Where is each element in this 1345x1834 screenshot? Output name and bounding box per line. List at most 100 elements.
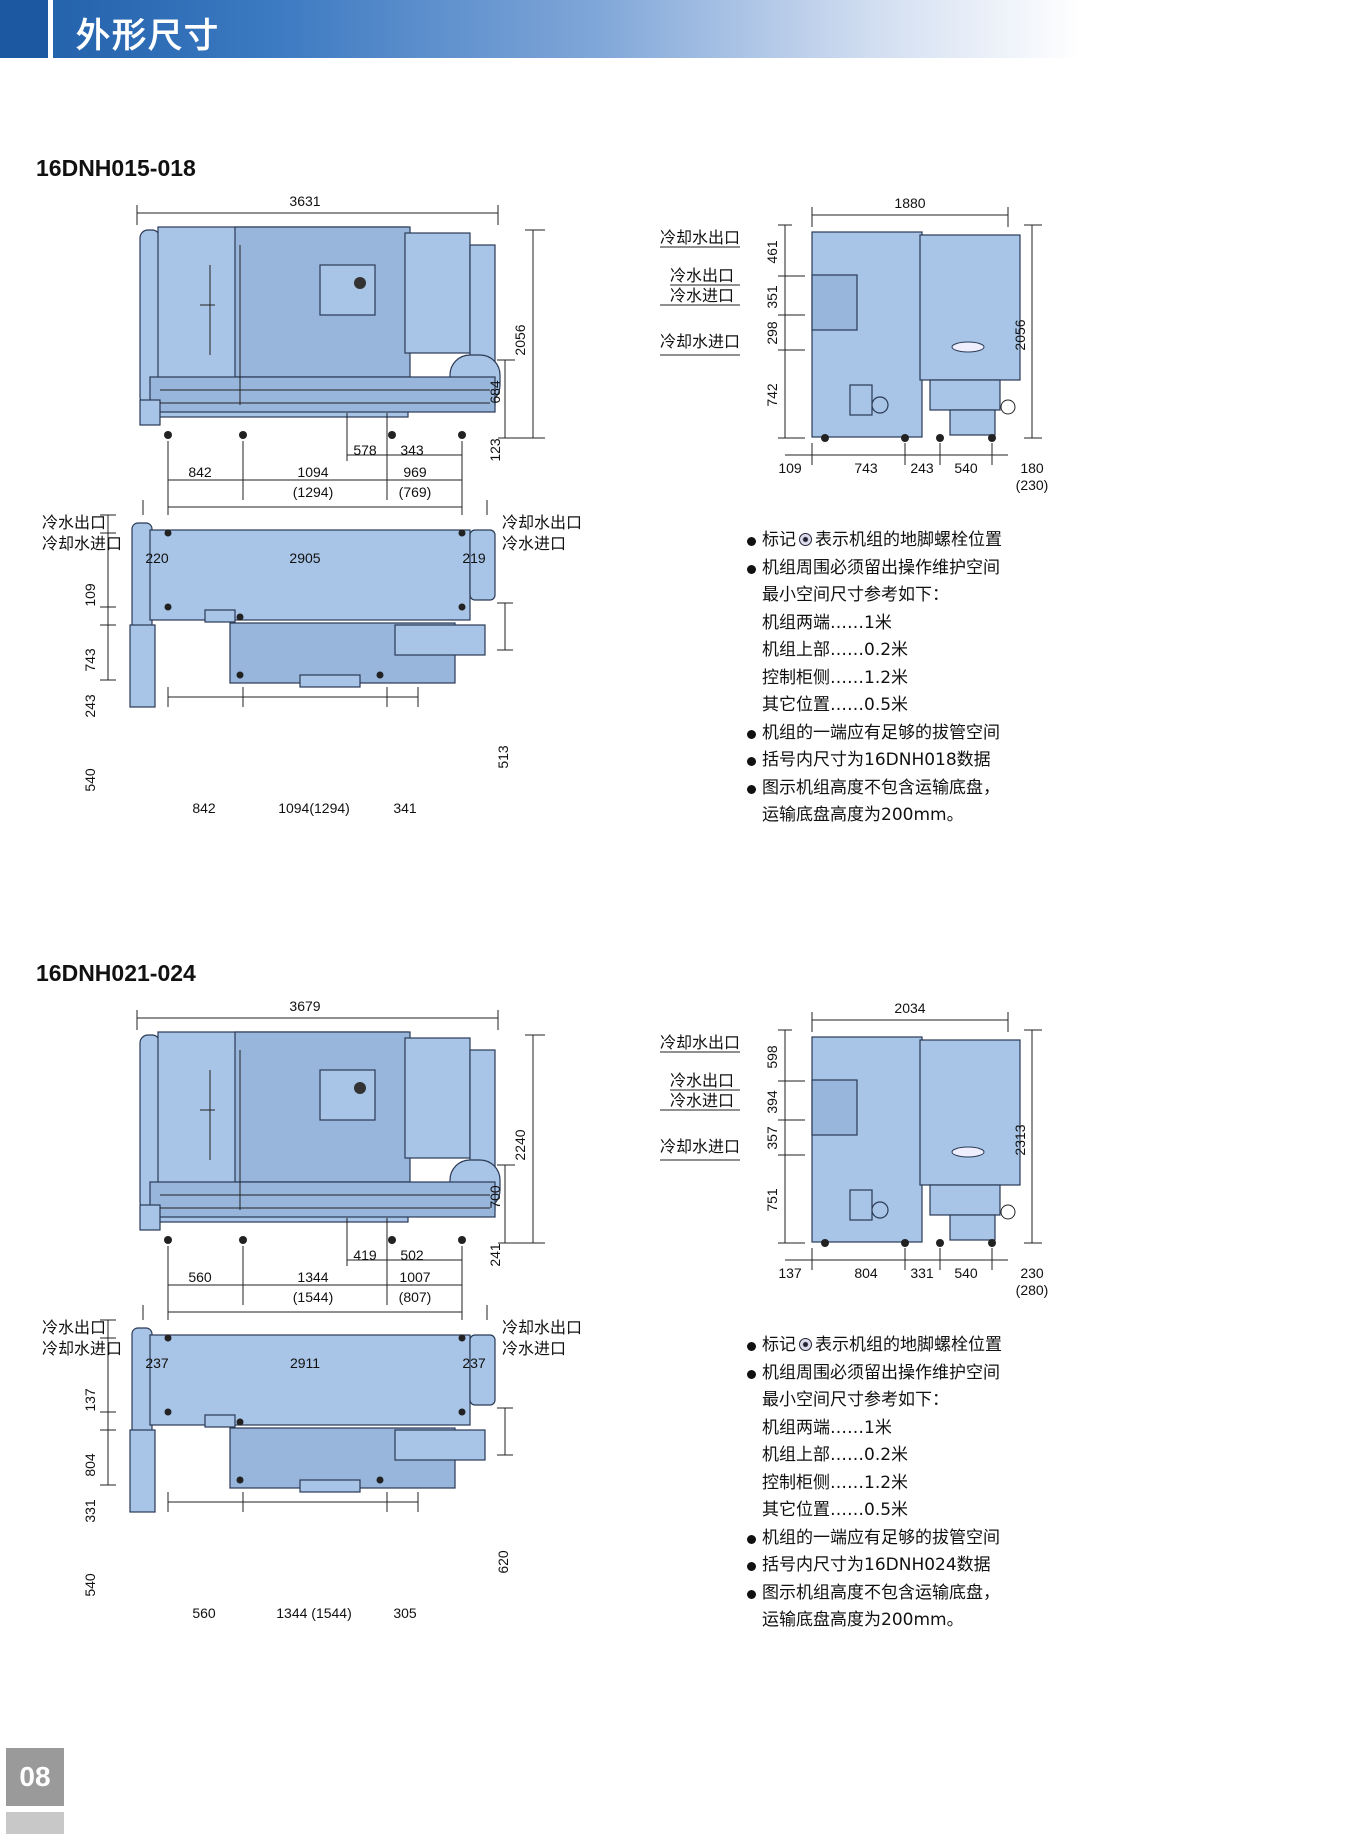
- side-bottom-alt: (230): [1015, 477, 1049, 493]
- plan-bottom-1: 1344 (1544): [276, 1605, 352, 1621]
- note-item: 其它位置……0.5米: [762, 695, 909, 715]
- side-vert-3: 742: [764, 383, 780, 407]
- plan-bottom-0: 560: [192, 1605, 216, 1621]
- note-item: 最小空间尺寸参考如下：: [762, 1390, 949, 1410]
- model-title: 16DNH021-024: [36, 960, 196, 986]
- model-title: 16DNH015-018: [36, 155, 196, 181]
- plan-dim-right: 513: [495, 745, 511, 769]
- side-view: [811, 231, 1021, 442]
- front-dim-343: 502: [400, 1247, 424, 1263]
- front-view: [139, 1031, 501, 1244]
- front-bottom-alt-0: (1544): [292, 1289, 334, 1305]
- plan-top-2: 219: [462, 550, 486, 566]
- side-vert-2: 357: [764, 1126, 780, 1150]
- plan-view: [129, 522, 496, 708]
- note-item: 其它位置……0.5米: [762, 1500, 909, 1520]
- side-bottom-1: 804: [854, 1265, 878, 1281]
- front-dim-684: 700: [487, 1185, 503, 1209]
- note-item: 图示机组高度不包含运输底盘，: [747, 775, 1002, 803]
- front-bottom-0: 842: [188, 464, 212, 480]
- plan-top-1: 2911: [289, 1355, 321, 1371]
- front-dim-578: 578: [353, 442, 377, 458]
- front-overall-length: 3631: [289, 193, 321, 209]
- note-item: 机组的一端应有足够的拔管空间: [747, 1525, 1002, 1553]
- front-dim-123: 241: [487, 1243, 503, 1267]
- front-height: 2240: [512, 1129, 528, 1161]
- front-bottom-alt-1: (807): [398, 1289, 432, 1305]
- note-item: 括号内尺寸为16DNH018数据: [747, 747, 1002, 775]
- plan-left-label-1: 冷水出口: [42, 1318, 107, 1337]
- note-item: 标记表示机组的地脚螺栓位置: [747, 527, 1002, 555]
- side-vert-0: 598: [764, 1045, 780, 1069]
- side-bottom-0: 109: [778, 460, 802, 476]
- side-bottom-3: 540: [954, 460, 978, 476]
- note-item: 最小空间尺寸参考如下：: [762, 585, 949, 605]
- front-overall-length: 3679: [289, 998, 321, 1014]
- side-vert-1: 394: [764, 1090, 780, 1114]
- side-bottom-1: 743: [854, 460, 878, 476]
- front-dim-684: 684: [487, 380, 503, 404]
- plan-vert-0: 137: [82, 1388, 98, 1412]
- side-height: 2056: [1012, 319, 1028, 351]
- dimension-drawing: [100, 1010, 1042, 1513]
- front-view: [139, 226, 501, 439]
- note-item: 机组周围必须留出操作维护空间: [747, 555, 1002, 583]
- front-height: 2056: [512, 324, 528, 356]
- notes-list: 标记表示机组的地脚螺栓位置机组周围必须留出操作维护空间最小空间尺寸参考如下： 机组…: [747, 527, 1002, 830]
- side-label-chilled-in: 冷水进口: [670, 1091, 735, 1110]
- side-bottom-4: 230: [1020, 1265, 1044, 1281]
- note-item: 控制柜侧……1.2米: [762, 667, 909, 688]
- front-dim-123: 123: [487, 438, 503, 462]
- note-item: 图示机组高度不包含运输底盘，: [747, 1580, 1002, 1608]
- side-label-chilled-out: 冷水出口: [670, 266, 735, 285]
- plan-top-0: 237: [145, 1355, 169, 1371]
- plan-bottom-2: 341: [393, 800, 417, 816]
- side-label-cooling-in: 冷却水进口: [660, 332, 741, 351]
- dimension-drawing: [100, 205, 1042, 708]
- note-item: 控制柜侧……1.2米: [762, 1472, 909, 1493]
- note-item: 运输底盘高度为200mm。: [762, 805, 964, 825]
- bolt-marker-icon: [799, 533, 812, 546]
- note-item: 运输底盘高度为200mm。: [762, 1610, 964, 1630]
- plan-left-label-2: 冷却水进口: [42, 534, 123, 553]
- front-bottom-2: 1007: [399, 1269, 431, 1285]
- side-width: 1880: [894, 195, 926, 211]
- side-bottom-0: 137: [778, 1265, 802, 1281]
- bolt-marker-icon: [799, 1338, 812, 1351]
- side-width: 2034: [894, 1000, 926, 1016]
- side-bottom-2: 331: [910, 1265, 934, 1281]
- note-item: 机组上部……0.2米: [762, 640, 909, 660]
- plan-bottom-2: 305: [393, 1605, 417, 1621]
- plan-top-2: 237: [462, 1355, 486, 1371]
- side-bottom-3: 540: [954, 1265, 978, 1281]
- side-label-cooling-out: 冷却水出口: [660, 1033, 741, 1052]
- side-label-chilled-in: 冷水进口: [670, 286, 735, 305]
- plan-vert-1: 804: [82, 1453, 98, 1477]
- header-band: [0, 0, 1080, 58]
- front-bottom-alt-0: (1294): [292, 484, 334, 500]
- plan-view: [129, 1327, 496, 1513]
- page-title: 外形尺寸: [76, 16, 220, 56]
- plan-dim-right: 620: [495, 1550, 511, 1574]
- plan-right-label-2: 冷水进口: [502, 1339, 567, 1358]
- front-bottom-1: 1094: [297, 464, 329, 480]
- side-vert-2: 298: [764, 321, 780, 345]
- notes-list: 标记表示机组的地脚螺栓位置机组周围必须留出操作维护空间最小空间尺寸参考如下：机组…: [747, 1332, 1002, 1635]
- side-bottom-alt: (280): [1015, 1282, 1049, 1298]
- front-bottom-2: 969: [403, 464, 427, 480]
- plan-vert-3: 540: [82, 768, 98, 792]
- side-label-cooling-in: 冷却水进口: [660, 1137, 741, 1156]
- plan-vert-2: 331: [82, 1499, 98, 1523]
- side-view: [811, 1036, 1021, 1247]
- front-bottom-1: 1344: [297, 1269, 329, 1285]
- side-bottom-2: 243: [910, 460, 934, 476]
- plan-right-label-1: 冷却水出口: [502, 513, 583, 532]
- side-vert-1: 351: [764, 285, 780, 309]
- note-item: 机组两端……1米: [762, 1417, 892, 1438]
- note-item: 标记表示机组的地脚螺栓位置: [747, 1332, 1002, 1360]
- page-tab-decoration: [6, 1812, 64, 1834]
- side-label-cooling-out: 冷却水出口: [660, 228, 741, 247]
- side-vert-3: 751: [764, 1188, 780, 1212]
- plan-right-label-1: 冷却水出口: [502, 1318, 583, 1337]
- front-dim-578: 419: [353, 1247, 377, 1263]
